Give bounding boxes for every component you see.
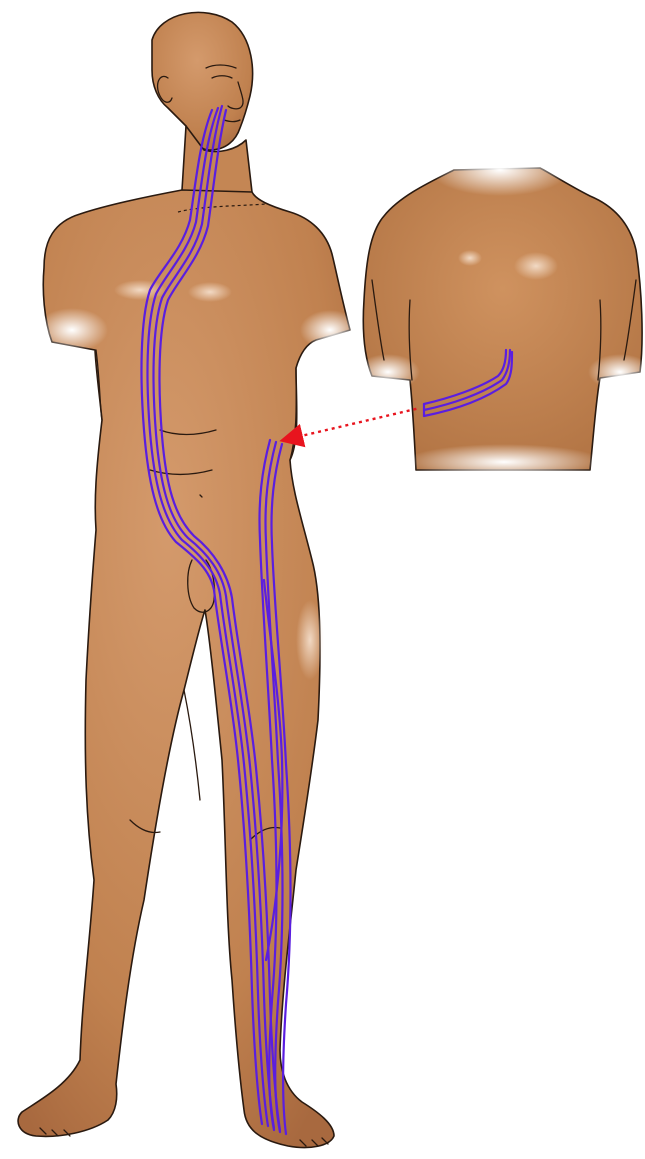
head — [152, 12, 253, 150]
front-view-figure — [18, 12, 360, 1147]
back-view-torso — [356, 144, 645, 480]
connector-arrow — [284, 408, 420, 440]
